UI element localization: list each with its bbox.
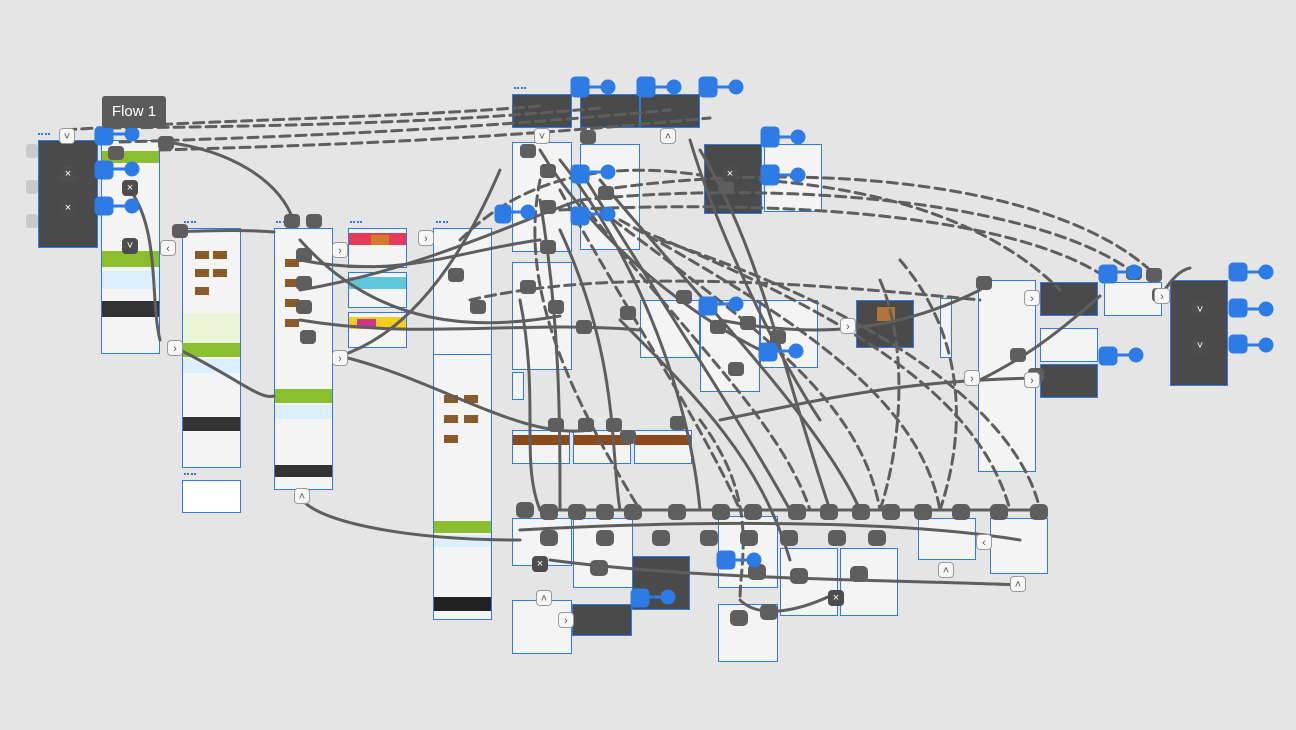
close-icon[interactable]: ×: [828, 590, 844, 606]
chevron-right-icon[interactable]: ›: [332, 242, 348, 258]
chevron-right-icon[interactable]: ›: [558, 612, 574, 628]
chevron-up-icon[interactable]: ˄: [536, 590, 552, 606]
flow-label[interactable]: Flow 1: [102, 96, 166, 128]
artboard-food-3[interactable]: [634, 430, 692, 464]
artboard-handle[interactable]: [436, 221, 448, 226]
artboard-checkout-4[interactable]: [1040, 364, 1098, 398]
artboard-handle[interactable]: [276, 221, 288, 226]
artboard-product-list[interactable]: [274, 228, 333, 490]
chevron-down-icon[interactable]: ˅: [1192, 302, 1208, 318]
chevron-up-icon[interactable]: ˄: [938, 562, 954, 578]
chevron-up-icon[interactable]: ˄: [294, 488, 310, 504]
artboard-bottom-9[interactable]: [512, 600, 572, 654]
artboard-mid-1[interactable]: [640, 300, 700, 358]
chevron-down-icon[interactable]: ˅: [59, 128, 75, 144]
artboard-mobile-menu[interactable]: [38, 140, 98, 248]
artboard-ghost: [26, 144, 38, 158]
artboard-checkout-1[interactable]: [1040, 282, 1098, 316]
close-icon[interactable]: ×: [60, 200, 76, 216]
chevron-up-icon[interactable]: ˄: [660, 128, 676, 144]
artboard-ghost: [26, 214, 38, 228]
artboard-handle[interactable]: [350, 221, 362, 226]
chevron-down-icon[interactable]: ˅: [534, 128, 550, 144]
chevron-right-icon[interactable]: ›: [1024, 372, 1040, 388]
chevron-right-icon[interactable]: ›: [167, 340, 183, 356]
chevron-left-icon[interactable]: ‹: [976, 534, 992, 550]
artboard-small[interactable]: [182, 480, 241, 513]
artboard-bottom-8[interactable]: [990, 518, 1048, 574]
artboard-handle[interactable]: [184, 473, 196, 478]
chevron-left-icon[interactable]: ‹: [160, 240, 176, 256]
chevron-up-icon[interactable]: ˄: [1010, 576, 1026, 592]
artboard-handle[interactable]: [184, 221, 196, 226]
artboard-ghost: [26, 180, 38, 194]
artboard-banner-1[interactable]: [348, 228, 407, 268]
chevron-right-icon[interactable]: ›: [964, 370, 980, 386]
artboard-center-3[interactable]: [512, 262, 572, 370]
artboard-category[interactable]: [182, 228, 241, 468]
artboard-bottom-7[interactable]: [918, 518, 976, 560]
close-icon[interactable]: ×: [532, 556, 548, 572]
chevron-right-icon[interactable]: ›: [1154, 288, 1170, 304]
chevron-right-icon[interactable]: ›: [418, 230, 434, 246]
chevron-right-icon[interactable]: ›: [332, 350, 348, 366]
artboard-bottom-10[interactable]: [572, 604, 632, 636]
close-icon[interactable]: ×: [722, 166, 738, 182]
close-icon[interactable]: ×: [60, 166, 76, 182]
artboard-final-menu[interactable]: [1170, 280, 1228, 386]
chevron-right-icon[interactable]: ›: [1024, 290, 1040, 306]
artboard-checkout-3[interactable]: [1040, 328, 1098, 362]
artboard-tiny[interactable]: [512, 372, 524, 400]
close-icon[interactable]: ×: [122, 180, 138, 196]
chevron-right-icon[interactable]: ›: [840, 318, 856, 334]
artboard-handle[interactable]: [514, 87, 526, 92]
chevron-down-icon[interactable]: ˅: [122, 238, 138, 254]
artboard-header-dark-2[interactable]: [580, 94, 640, 128]
artboard-bottom-11[interactable]: [718, 604, 778, 662]
chevron-down-icon[interactable]: ˅: [1192, 338, 1208, 354]
artboard-detail-long[interactable]: [433, 354, 492, 620]
artboard-handle[interactable]: [38, 133, 50, 138]
